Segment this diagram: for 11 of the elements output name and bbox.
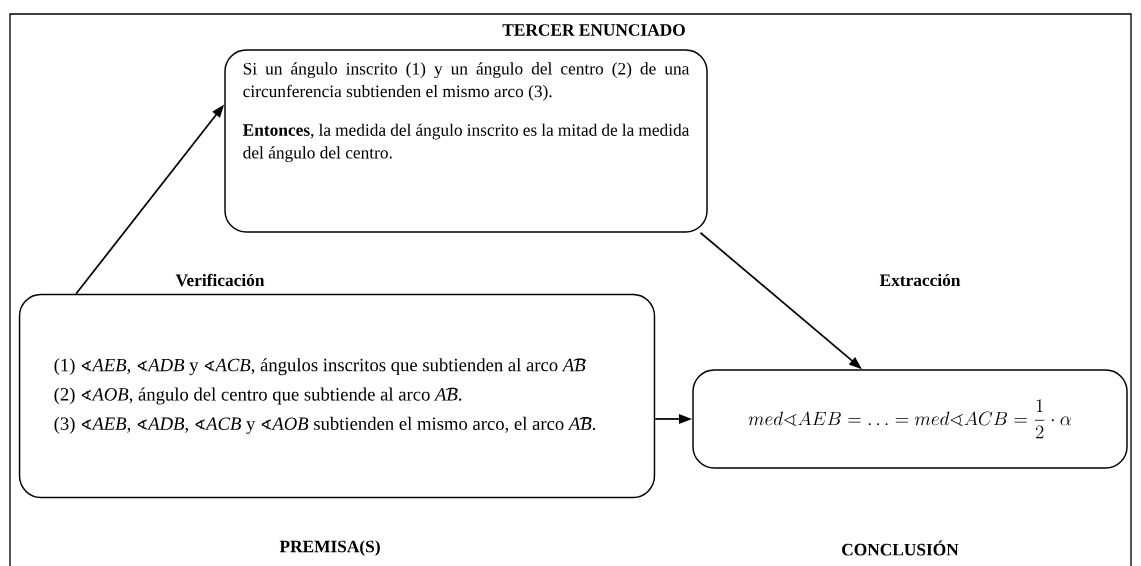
premise-item: (1) ∢AEB, ∢ADB y ∢ACB, ángulos inscritos que subtienden al arco A͡B (54, 358, 586, 376)
statement-text: Si un ángulo inscrito (1) y un ángulo del centro (2) de una circunferencia subtienden el mismo arco (3). (243, 62, 690, 101)
edge-label: Verificación (174, 272, 266, 288)
premise-item: (3) ∢AEB, ∢ADB, ∢ACB y ∢AOB subtienden el mismo arco, el arco A͡B. (54, 416, 596, 434)
statement-text: Entonces, la medida del ángulo inscrito es la mitad de la medida del ángulo del centro. (242, 123, 690, 163)
heading: PREMISA(S) (279, 540, 380, 556)
premise-item: (2) ∢AOB, ángulo del centro que subtiende al arco A͡B. (54, 387, 462, 405)
heading: TERCER ENUNCIADO (502, 24, 685, 36)
edge-label: Extracción (878, 272, 962, 288)
formula: $med\sphericalangle AEB=\ldots=med\sphericalangle ACB=\frac{1}{2}\cdot\alpha$ (748, 399, 1072, 439)
heading: CONCLUSIÓN (842, 540, 959, 556)
